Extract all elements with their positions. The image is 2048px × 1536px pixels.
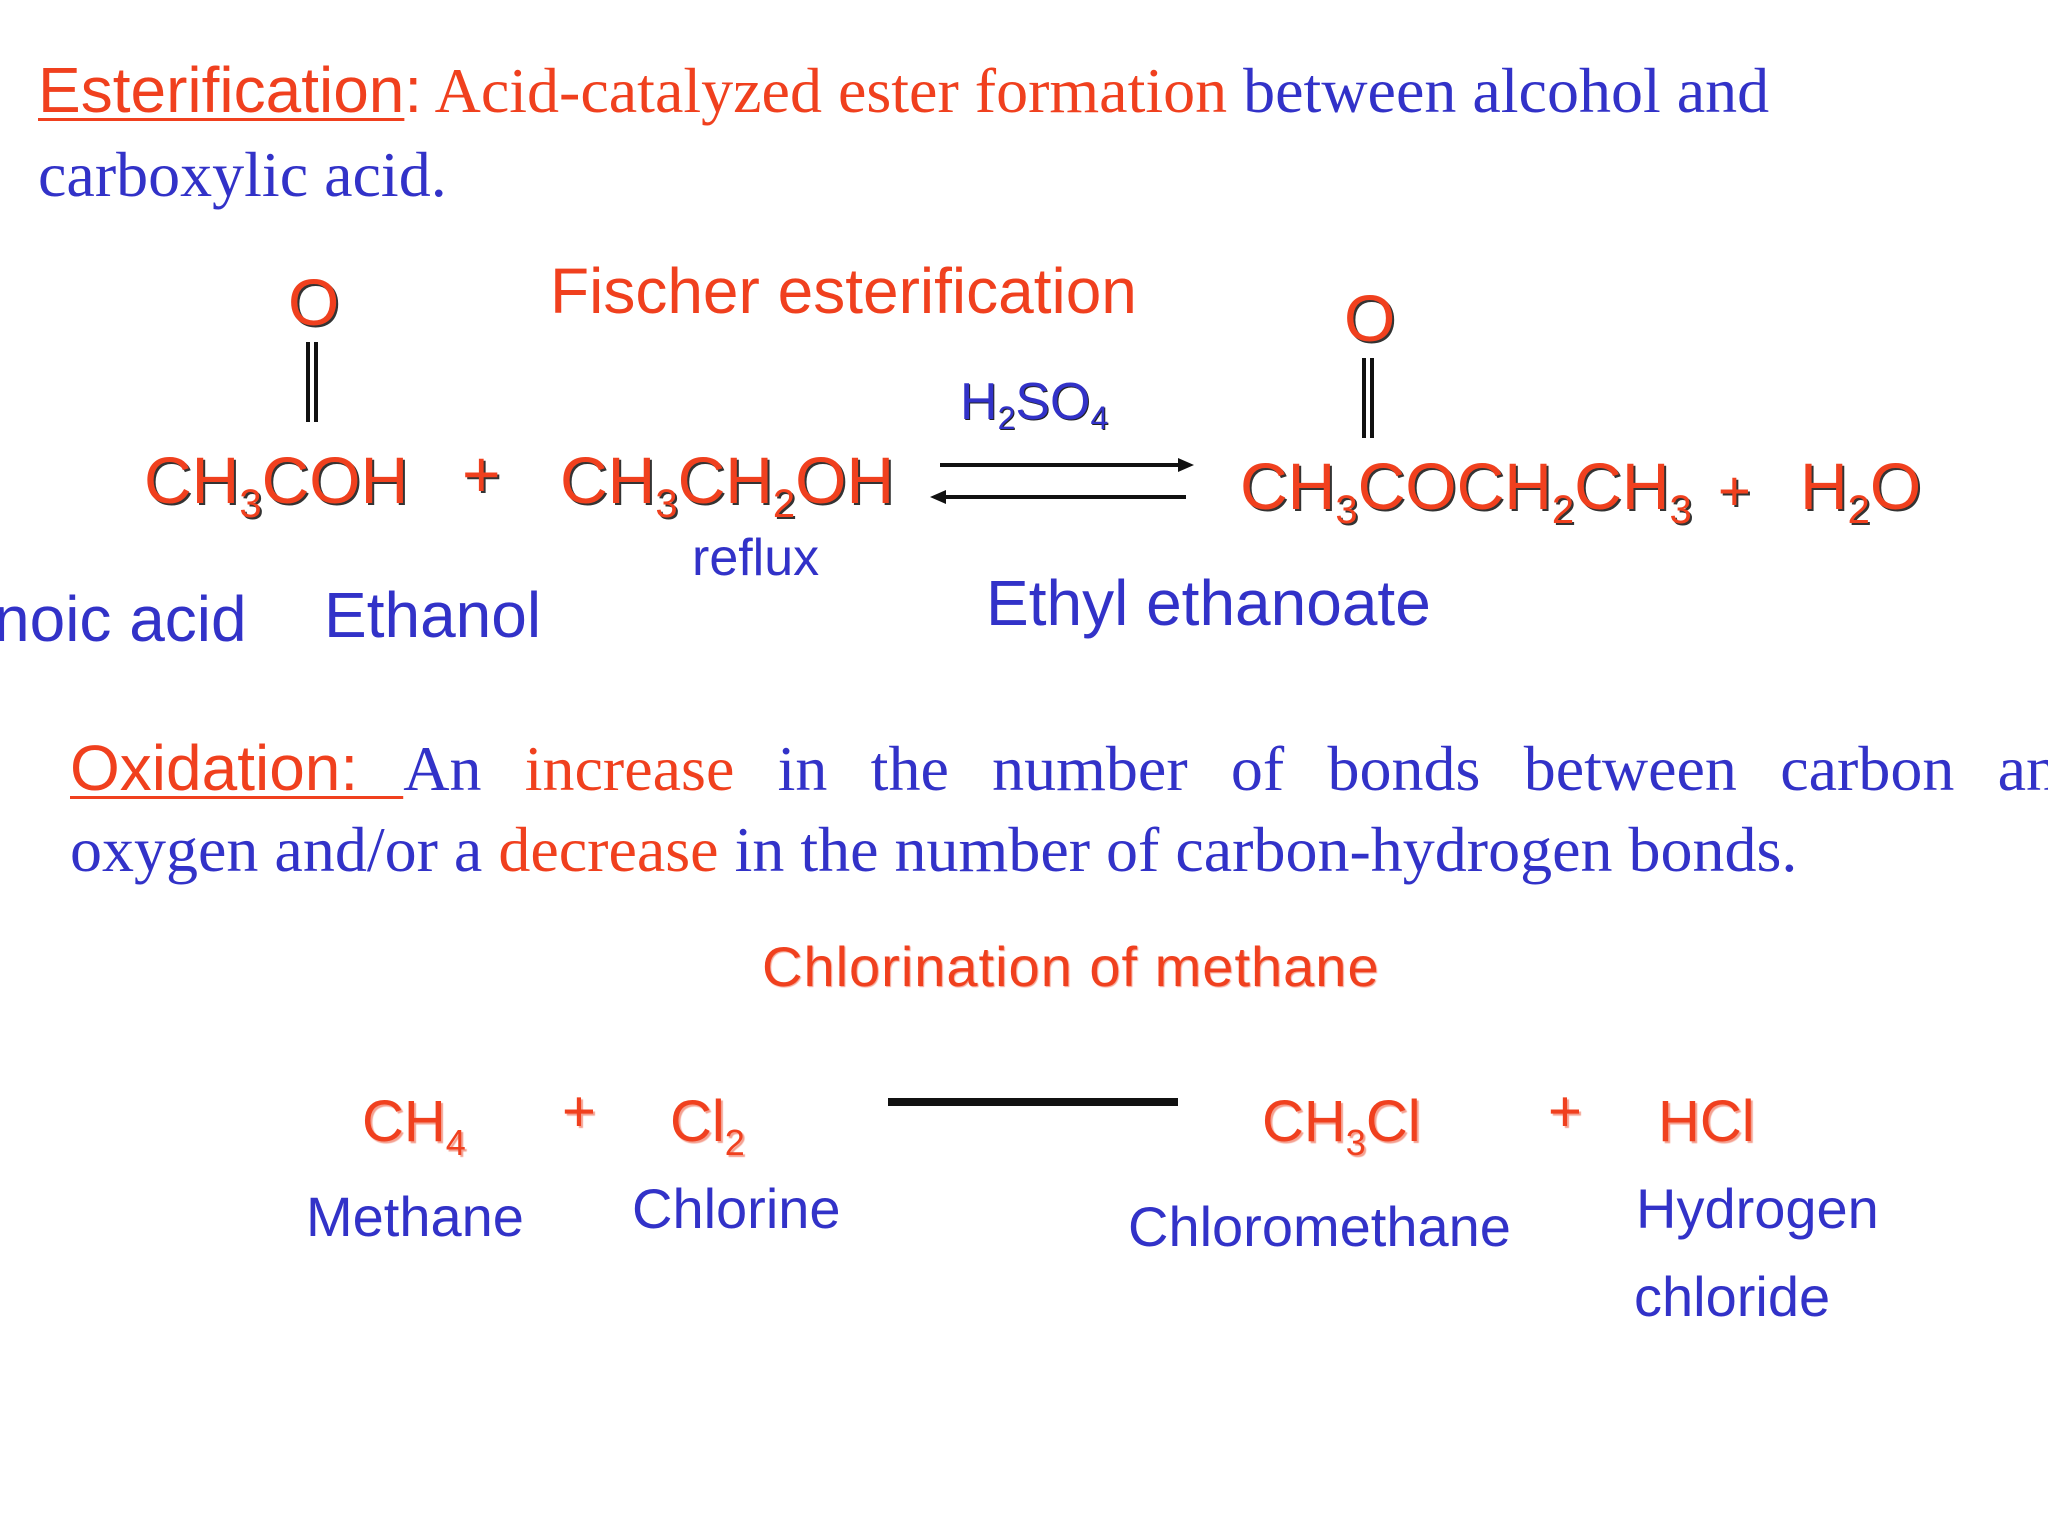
- oxidation-definition-line1: Oxidation: An increase in the number of …: [70, 732, 2048, 804]
- product2-water: H2O: [1800, 449, 1922, 532]
- esterification-definition: Esterification: Acid-catalyzed ester for…: [38, 54, 1770, 210]
- label-chloromethane: Chloromethane: [1128, 1195, 1511, 1258]
- oxidation-increase: increase: [524, 733, 735, 804]
- label-chlorine: Chlorine: [632, 1177, 841, 1240]
- product-chloromethane: CH3Cl: [1262, 1089, 1421, 1163]
- product1-double-bond: [1362, 358, 1374, 438]
- label-hydrogen: Hydrogen: [1636, 1177, 1879, 1240]
- label-ethanoic-acid: noic acid: [0, 583, 247, 655]
- reactant1-double-bond: [306, 342, 318, 422]
- label-methane: Methane: [306, 1185, 524, 1248]
- reactant-chlorine: Cl2: [670, 1089, 745, 1163]
- reactant1-acetic-acid: CH3COH: [144, 443, 409, 526]
- product1-carbonyl-oxygen: O: [1344, 281, 1396, 355]
- oxidation-decrease: decrease: [498, 814, 719, 885]
- fischer-plus-2: +: [1718, 459, 1751, 522]
- product-hydrogen-chloride: HCl: [1658, 1089, 1755, 1154]
- fischer-plus-1: +: [462, 437, 501, 511]
- esterification-def-highlight: Acid-catalyzed ester formation: [434, 55, 1228, 126]
- reactant2-ethanol: CH3CH2OH: [560, 443, 895, 526]
- reactant-methane: CH4: [362, 1089, 466, 1163]
- reaction-condition-reflux: reflux: [692, 529, 820, 587]
- product1-ethyl-ethanoate: CH3COCH2CH3: [1240, 449, 1692, 532]
- esterification-heading: Esterification: [38, 54, 405, 126]
- catalyst-h2so4: H2SO4: [960, 373, 1109, 436]
- esterification-def-text: between alcohol and: [1243, 55, 1770, 126]
- reaction-arrow: [888, 1098, 1178, 1106]
- chlorination-plus-1: +: [562, 1079, 596, 1144]
- oxidation-definition-line2: oxygen and/or a decrease in the number o…: [70, 814, 1798, 885]
- oxidation-heading: Oxidation:: [70, 732, 404, 804]
- reactant1-carbonyl-oxygen: O: [288, 265, 340, 339]
- label-ethanol: Ethanol: [324, 579, 542, 651]
- label-ethyl-ethanoate: Ethyl ethanoate: [986, 567, 1431, 639]
- chlorination-title: Chlorination of methane: [762, 935, 1380, 998]
- chlorination-plus-2: +: [1548, 1079, 1582, 1144]
- label-chloride: chloride: [1634, 1265, 1831, 1328]
- equilibrium-arrows: [930, 458, 1194, 504]
- fischer-title: Fischer esterification: [550, 255, 1137, 327]
- esterification-def-line2: carboxylic acid.: [38, 139, 447, 210]
